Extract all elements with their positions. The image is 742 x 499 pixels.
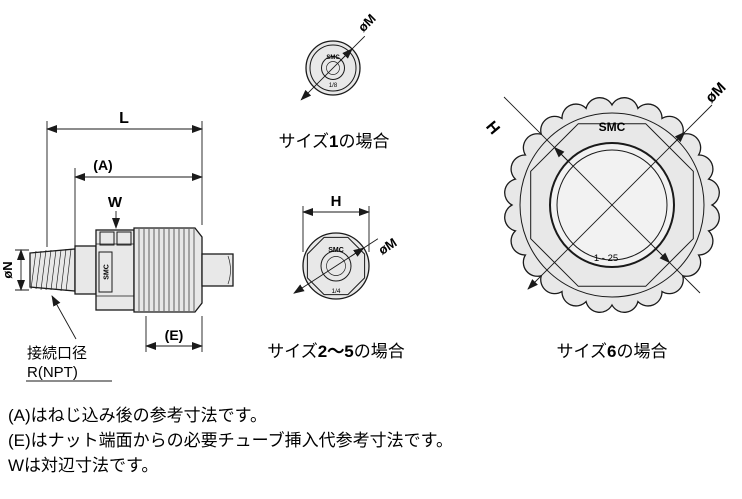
thread-section — [29, 248, 76, 292]
dimension-L: L — [46, 110, 203, 247]
port-label-line1: 接続口径 — [27, 345, 87, 362]
caption-size1-num: 1 — [329, 132, 338, 151]
port-label-line2: R(NPT) — [27, 364, 78, 381]
dim-label-N: øN — [0, 261, 15, 278]
hex-section: SMC — [95, 229, 135, 311]
note-a: (A)はねじ込み後の参考寸法です。 — [8, 406, 267, 425]
knurled-nut — [133, 227, 203, 313]
note-w: Wは対辺寸法です。 — [8, 456, 159, 475]
collar-section — [74, 245, 97, 295]
diagram-canvas: SMC L (A) W — [0, 11, 729, 382]
dim-label-H-size6: H — [482, 118, 502, 138]
dim-label-E: (E) — [165, 327, 184, 343]
dimension-N: øN — [0, 249, 29, 291]
dim-label-H-size2-5: H — [331, 193, 342, 210]
side-logo: SMC — [104, 264, 111, 280]
caption-size6-post: の場合 — [616, 342, 667, 361]
dim-label-A: (A) — [93, 157, 112, 173]
caption-size1-post: の場合 — [338, 132, 389, 151]
dim-label-M-size1: øM — [355, 11, 379, 35]
caption-size1: サイズ1の場合 — [279, 132, 390, 151]
front-view-size1: SMC 1/8 øM サイズ1の場合 — [279, 11, 390, 151]
dim-label-M-size2-5: øM — [376, 235, 400, 258]
tube-stub — [201, 253, 234, 287]
side-view: SMC L (A) W — [0, 110, 234, 382]
dimension-A: (A) — [74, 157, 203, 246]
note-e: (E)はナット端面からの必要チューブ挿入代参考寸法です。 — [8, 431, 453, 450]
caption-size6-pre: サイズ — [557, 342, 608, 361]
caption-size2-5-post: の場合 — [354, 342, 405, 361]
dim-label-W: W — [108, 194, 123, 211]
logo-size6: SMC — [599, 120, 626, 134]
bore-label-size6: 1 - 25 — [594, 253, 618, 264]
front-view-size2-5: H SMC 1/4 øM サイズ2～5の場合 — [267, 193, 404, 361]
caption-size2-5: サイズ2～5の場合 — [267, 342, 404, 361]
bore-label-size1: 1/8 — [329, 83, 338, 89]
bore-label-size2-5: 1/4 — [331, 288, 340, 295]
caption-size1-pre: サイズ — [279, 132, 330, 151]
port-callout: 接続口径 R(NPT) — [26, 295, 112, 382]
dim-label-M-size6: øM — [702, 79, 729, 106]
logo-size2-5: SMC — [328, 247, 344, 254]
dimension-E: (E) — [145, 316, 203, 352]
caption-size2-5-pre: サイズ — [267, 342, 318, 361]
caption-size6-num: 6 — [607, 342, 616, 361]
caption-size6: サイズ6の場合 — [557, 342, 668, 361]
footnotes: (A)はねじ込み後の参考寸法です。 (E)はナット端面からの必要チューブ挿入代参… — [8, 403, 453, 478]
dimension-W: W — [108, 194, 123, 229]
front-view-size6: SMC 1 - 25 H øM サイズ6の場合 — [482, 79, 729, 361]
logo-size1: SMC — [326, 55, 340, 61]
caption-size2-5-num: 2～5 — [318, 342, 354, 361]
dim-label-L: L — [119, 110, 129, 127]
